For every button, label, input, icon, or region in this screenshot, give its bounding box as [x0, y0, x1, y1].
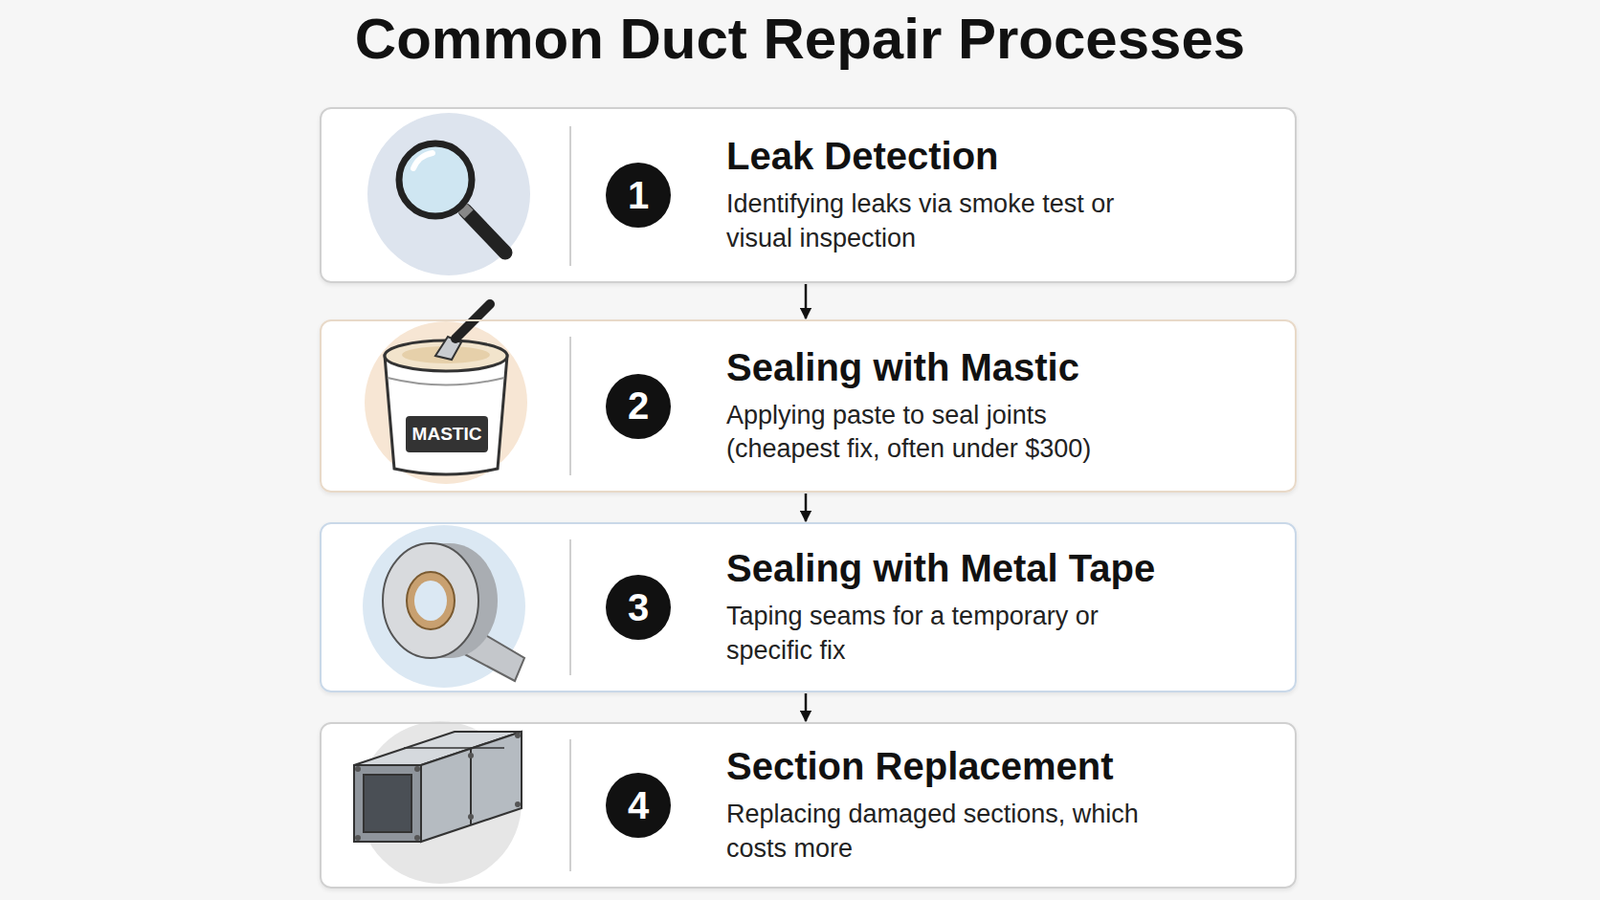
step-description: Identifying leaks via smoke test or visu…: [726, 187, 1162, 255]
step-heading: Sealing with Metal Tape: [726, 547, 1162, 591]
bucket-label: MASTIC: [405, 416, 489, 453]
card-ground: [319, 107, 1297, 284]
flow-arrow: [804, 493, 808, 522]
diagram-title: Common Duct Repair Processes: [0, 5, 1600, 72]
duct-section-icon: [354, 732, 522, 843]
step-heading: Section Replacement: [726, 745, 1162, 789]
flow-arrow: [804, 284, 808, 319]
step-number: 2: [605, 374, 671, 440]
card-ground: [319, 522, 1297, 693]
icon-circle: [367, 112, 531, 276]
icon-circle: [364, 321, 528, 485]
process-card: Sealing with Metal TapeTaping seams for …: [319, 522, 1297, 693]
card-text: Section ReplacementReplacing damaged sec…: [726, 745, 1162, 866]
flow-arrow: [804, 693, 808, 722]
icon-circle: [362, 525, 526, 689]
step-description: Applying paste to seal joints (cheapest …: [726, 399, 1162, 467]
card-text: Sealing with Metal TapeTaping seams for …: [726, 547, 1162, 667]
card-ground: [319, 722, 1297, 889]
step-heading: Sealing with Mastic: [726, 346, 1162, 390]
step-number: 3: [605, 575, 671, 641]
card-text: Leak DetectionIdentifying leaks via smok…: [726, 134, 1162, 255]
step-description: Taping seams for a temporary or specific…: [726, 600, 1162, 667]
card-ground: [319, 319, 1297, 493]
step-heading: Leak Detection: [726, 134, 1162, 178]
card-text: Sealing with MasticApplying paste to sea…: [726, 346, 1162, 467]
process-card: Sealing with MasticApplying paste to sea…: [319, 319, 1297, 493]
metal-tape-icon: [382, 543, 525, 682]
mastic-bucket-icon: [384, 304, 508, 475]
step-number: 1: [605, 162, 671, 228]
step-number: 4: [605, 773, 671, 839]
magnifier-icon: [399, 143, 506, 253]
process-card: Section ReplacementReplacing damaged sec…: [319, 722, 1297, 889]
step-description: Replacing damaged sections, which costs …: [726, 798, 1162, 866]
divider-lines: [569, 126, 572, 872]
process-card: Leak DetectionIdentifying leaks via smok…: [319, 107, 1297, 284]
